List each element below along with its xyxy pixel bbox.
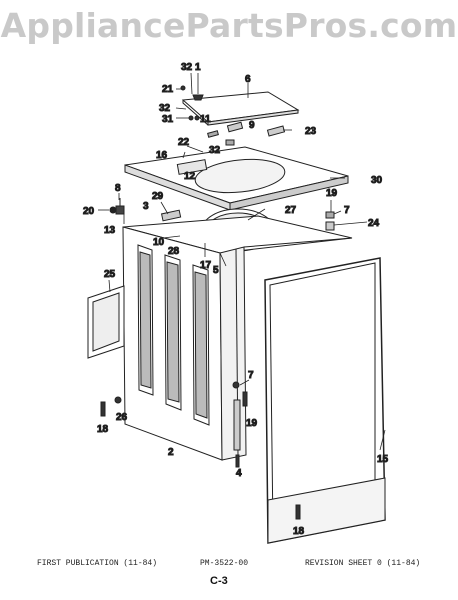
footer-first-publication: FIRST PUBLICATION (11-84)	[37, 559, 158, 568]
screw-parts-left	[109, 198, 125, 215]
callout-24: 24	[368, 218, 380, 229]
leader-lines	[98, 72, 386, 451]
callout-23: 23	[305, 126, 317, 137]
callout-22: 22	[178, 137, 190, 148]
callout-26: 26	[116, 412, 128, 423]
footer-revision-sheet: REVISION SHEET 0 (11-84)	[305, 559, 421, 568]
callout-30: 30	[371, 175, 383, 186]
top-cover-part	[181, 91, 300, 126]
callout-29: 29	[152, 191, 164, 202]
callout-7-top: 7	[344, 205, 350, 216]
callout-6: 6	[245, 74, 251, 85]
page-code: C-3	[210, 575, 228, 587]
callout-10: 10	[153, 237, 165, 248]
callout-1: 1	[195, 62, 201, 73]
washer-part-11	[194, 115, 200, 121]
part-callouts: 32 1 21 6 32 31 11 9 23 22 32 16 12 30 8…	[83, 62, 390, 538]
callout-19-top: 19	[326, 188, 338, 199]
callout-3: 3	[143, 201, 149, 212]
callout-21: 21	[162, 84, 174, 95]
screw-parts-middle	[232, 381, 248, 468]
callout-2: 2	[168, 447, 174, 458]
callout-19-mid: 19	[246, 418, 258, 429]
watermark-text: AppliancePartsPros.com	[0, 6, 458, 45]
callout-25: 25	[104, 269, 116, 280]
knob-part-1	[192, 94, 204, 101]
clip-parts-right	[325, 211, 335, 231]
callout-12: 12	[184, 171, 196, 182]
callout-18-bottom: 18	[293, 526, 305, 537]
screw-part-31	[188, 115, 194, 121]
cabinet-body-part	[122, 215, 353, 461]
footer-publication-number: PM-3522-00	[200, 559, 249, 568]
callout-32-lower: 32	[209, 145, 221, 156]
screw-parts-bottom-left	[100, 396, 301, 520]
callout-7-mid: 7	[248, 370, 254, 381]
top-panel-part	[124, 146, 349, 211]
callout-4: 4	[236, 468, 242, 479]
callout-13: 13	[104, 225, 116, 236]
callout-16: 16	[156, 150, 168, 161]
callout-15: 15	[377, 454, 389, 465]
callout-20: 20	[83, 206, 95, 217]
access-panel-part	[87, 285, 125, 359]
callout-32-top: 32	[181, 62, 193, 73]
front-panel-part	[264, 257, 386, 544]
callout-11: 11	[200, 114, 211, 125]
callout-31: 31	[162, 114, 174, 125]
callout-27: 27	[285, 205, 297, 216]
callout-18-left: 18	[97, 424, 109, 435]
callout-32-mid: 32	[159, 103, 171, 114]
callout-9: 9	[249, 120, 255, 131]
callout-5: 5	[213, 265, 219, 276]
callout-8: 8	[115, 183, 121, 194]
hinge-parts	[207, 121, 286, 146]
callout-28: 28	[168, 246, 180, 257]
callout-17: 17	[200, 260, 212, 271]
